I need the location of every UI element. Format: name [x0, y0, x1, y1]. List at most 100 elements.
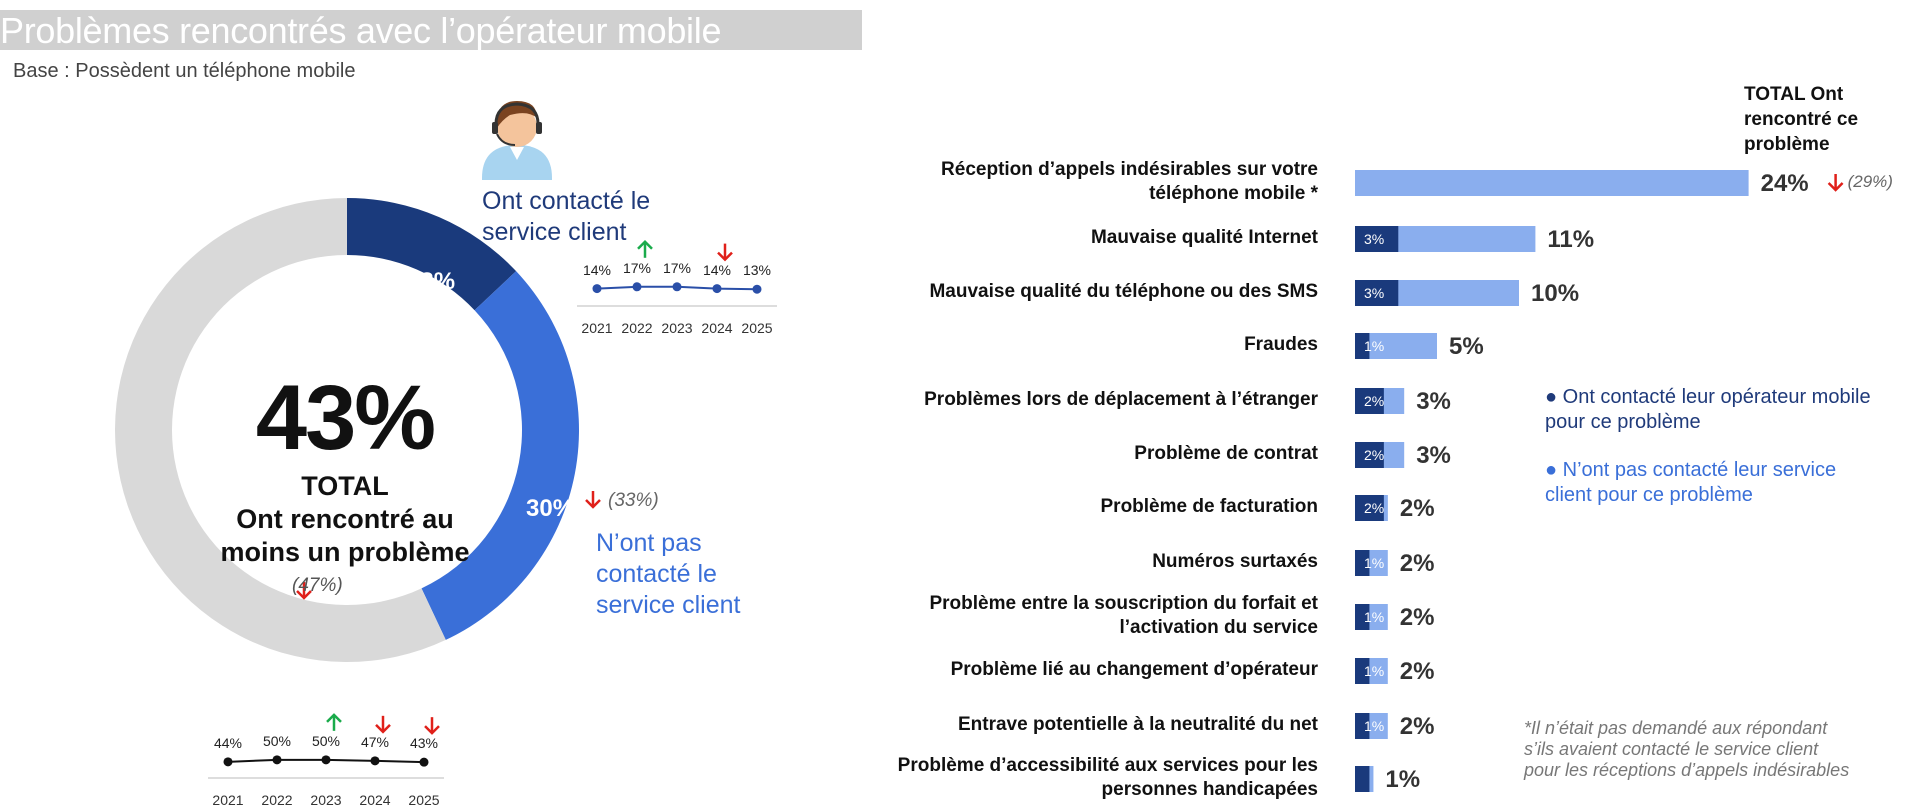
total-label: TOTAL Ont rencontré au moins un problème — [165, 470, 525, 569]
arrow-down-icon — [296, 582, 312, 600]
bar-inner-label: 3% — [1364, 231, 1385, 247]
trend-year-label: 2025 — [741, 320, 773, 336]
trend-value-label: 14% — [582, 261, 612, 278]
first-row-previous-value: (29%) — [1847, 172, 1893, 191]
category-label: Problème entre la souscription du forfai… — [798, 592, 1318, 640]
bar-total-label: 2% — [1399, 713, 1435, 740]
bar-contacted-segment — [1355, 333, 1370, 359]
category-label-line: l’activation du service — [1119, 617, 1318, 638]
donut-chart — [114, 198, 579, 662]
callout-line: service client — [596, 591, 741, 619]
trend-point — [672, 282, 682, 292]
arrow-up-icon — [326, 713, 342, 731]
bar-total-label: 2% — [1399, 495, 1435, 522]
horizontal-stacked-bars — [1355, 170, 1749, 792]
trend-year-label: 2024 — [359, 792, 391, 808]
trend-value-label: 43% — [409, 735, 439, 752]
arrow-down-icon — [585, 491, 601, 509]
trend-year-label: 2025 — [408, 792, 440, 808]
bar-contacted-segment — [1355, 604, 1370, 630]
bar-contacted-segment — [1355, 495, 1384, 521]
category-label: Entrave potentielle à la neutralité du n… — [798, 713, 1318, 737]
category-label: Problème lié au changement d’opérateur — [798, 658, 1318, 682]
callout-line: contacté le — [596, 560, 717, 588]
category-label-line: Fraudes — [1244, 334, 1318, 355]
bar-total-label: 2% — [1399, 658, 1435, 685]
category-label-line: Mauvaise qualité du téléphone ou des SMS — [929, 281, 1318, 302]
trend-point — [752, 284, 762, 294]
legend-contacted: ● Ont contacté leur opérateur mobile pou… — [1545, 386, 1871, 433]
trend-point — [592, 284, 602, 294]
bar-inner-label: 1% — [1364, 338, 1385, 354]
bar-total-label: 3% — [1416, 388, 1451, 415]
contacted-trend-line — [577, 282, 777, 307]
category-label-line: Problèmes lors de déplacement à l’étrang… — [924, 389, 1318, 410]
total-label-line: moins un problème — [220, 537, 470, 567]
total-header-line: TOTAL Ont — [1744, 84, 1844, 105]
trend-point — [370, 756, 380, 766]
trend-point — [272, 755, 282, 765]
total-percentage: 43% — [255, 367, 436, 469]
arrow-down-icon — [375, 715, 391, 734]
trend-point — [321, 755, 331, 765]
bar-total-label: 24% — [1760, 170, 1809, 197]
bar-inner-label: 2% — [1364, 393, 1385, 409]
bar-contacted-segment — [1355, 226, 1399, 252]
arrow-down-icon — [424, 717, 440, 735]
trend-point — [632, 282, 642, 292]
trend-year-label: 2023 — [661, 320, 693, 336]
bar-total-label: 2% — [1399, 550, 1435, 577]
bar-inner-label: 2% — [1364, 447, 1385, 463]
bar-contacted-segment — [1355, 658, 1370, 684]
trend-value-label: 14% — [702, 261, 732, 278]
bar-contacted-segment — [1355, 388, 1384, 414]
bar-contacted-segment — [1355, 713, 1370, 739]
total-trend-line — [208, 755, 444, 779]
category-label: Problème de facturation — [798, 495, 1319, 519]
category-label: Problème d’accessibilité aux services po… — [798, 754, 1318, 802]
bar-contacted-segment — [1355, 442, 1384, 468]
trend-point — [712, 284, 722, 294]
donut-slice-not-contacted — [421, 271, 579, 640]
total-column-header: TOTAL Ont rencontré ce problème — [1744, 82, 1858, 157]
bar-inner-label: 1% — [1364, 718, 1385, 734]
trend-year-label: 2023 — [310, 792, 342, 808]
bar-inner-label: 1% — [1364, 555, 1385, 571]
bar-inner-label: 2% — [1364, 500, 1385, 516]
category-label-line: Entrave potentielle à la neutralité du n… — [957, 714, 1318, 735]
footnote: *Il n’était pas demandé aux répondant s’… — [1524, 718, 1849, 781]
not-contacted-segment-label: 30% — [526, 495, 575, 522]
bar-contacted-segment — [1355, 550, 1370, 576]
category-label-line: personnes handicapées — [1101, 779, 1318, 800]
bar-contacted-segment — [1355, 766, 1370, 792]
contacted-callout: Ont contacté le service client — [482, 186, 650, 248]
category-label: Problèmes lors de déplacement à l’étrang… — [798, 388, 1318, 412]
bar-inner-label: 3% — [1364, 285, 1385, 301]
trend-year-label: 2021 — [581, 320, 613, 336]
category-label-line: Numéros surtaxés — [1152, 551, 1318, 572]
arrow-down-icon — [717, 243, 733, 262]
contacted-segment-label: 13% — [407, 268, 456, 295]
total-header-line: problème — [1744, 134, 1830, 155]
trend-value-label: 50% — [262, 732, 292, 749]
trend-arrows — [296, 174, 1844, 735]
trend-year-label: 2024 — [701, 320, 733, 336]
not-contacted-callout: N’ont pas contacté le service client — [596, 528, 741, 621]
bar-inner-label: 1% — [1364, 609, 1385, 625]
callout-line: N’ont pas — [596, 529, 702, 557]
bar-total-segment — [1355, 170, 1749, 196]
legend-not-contacted: ● N’ont pas contacté leur service client… — [1545, 459, 1837, 506]
bar-total-label: 2% — [1399, 604, 1435, 631]
total-label-line: Ont rencontré au — [236, 504, 454, 534]
trend-value-label: 17% — [622, 259, 652, 276]
category-label-line: Problème d’accessibilité aux services po… — [897, 755, 1318, 776]
donut-slice-contacted — [347, 198, 517, 311]
category-label-line: téléphone mobile * — [1149, 183, 1318, 204]
footnote-line: s’ils avaient contacté le service client — [1524, 739, 1819, 759]
bar-total-label: 10% — [1531, 280, 1580, 307]
category-label: Numéros surtaxés — [798, 550, 1318, 574]
arrow-down-icon — [1827, 174, 1844, 192]
total-label-line: TOTAL — [301, 471, 389, 501]
callout-line: service client — [482, 218, 627, 246]
